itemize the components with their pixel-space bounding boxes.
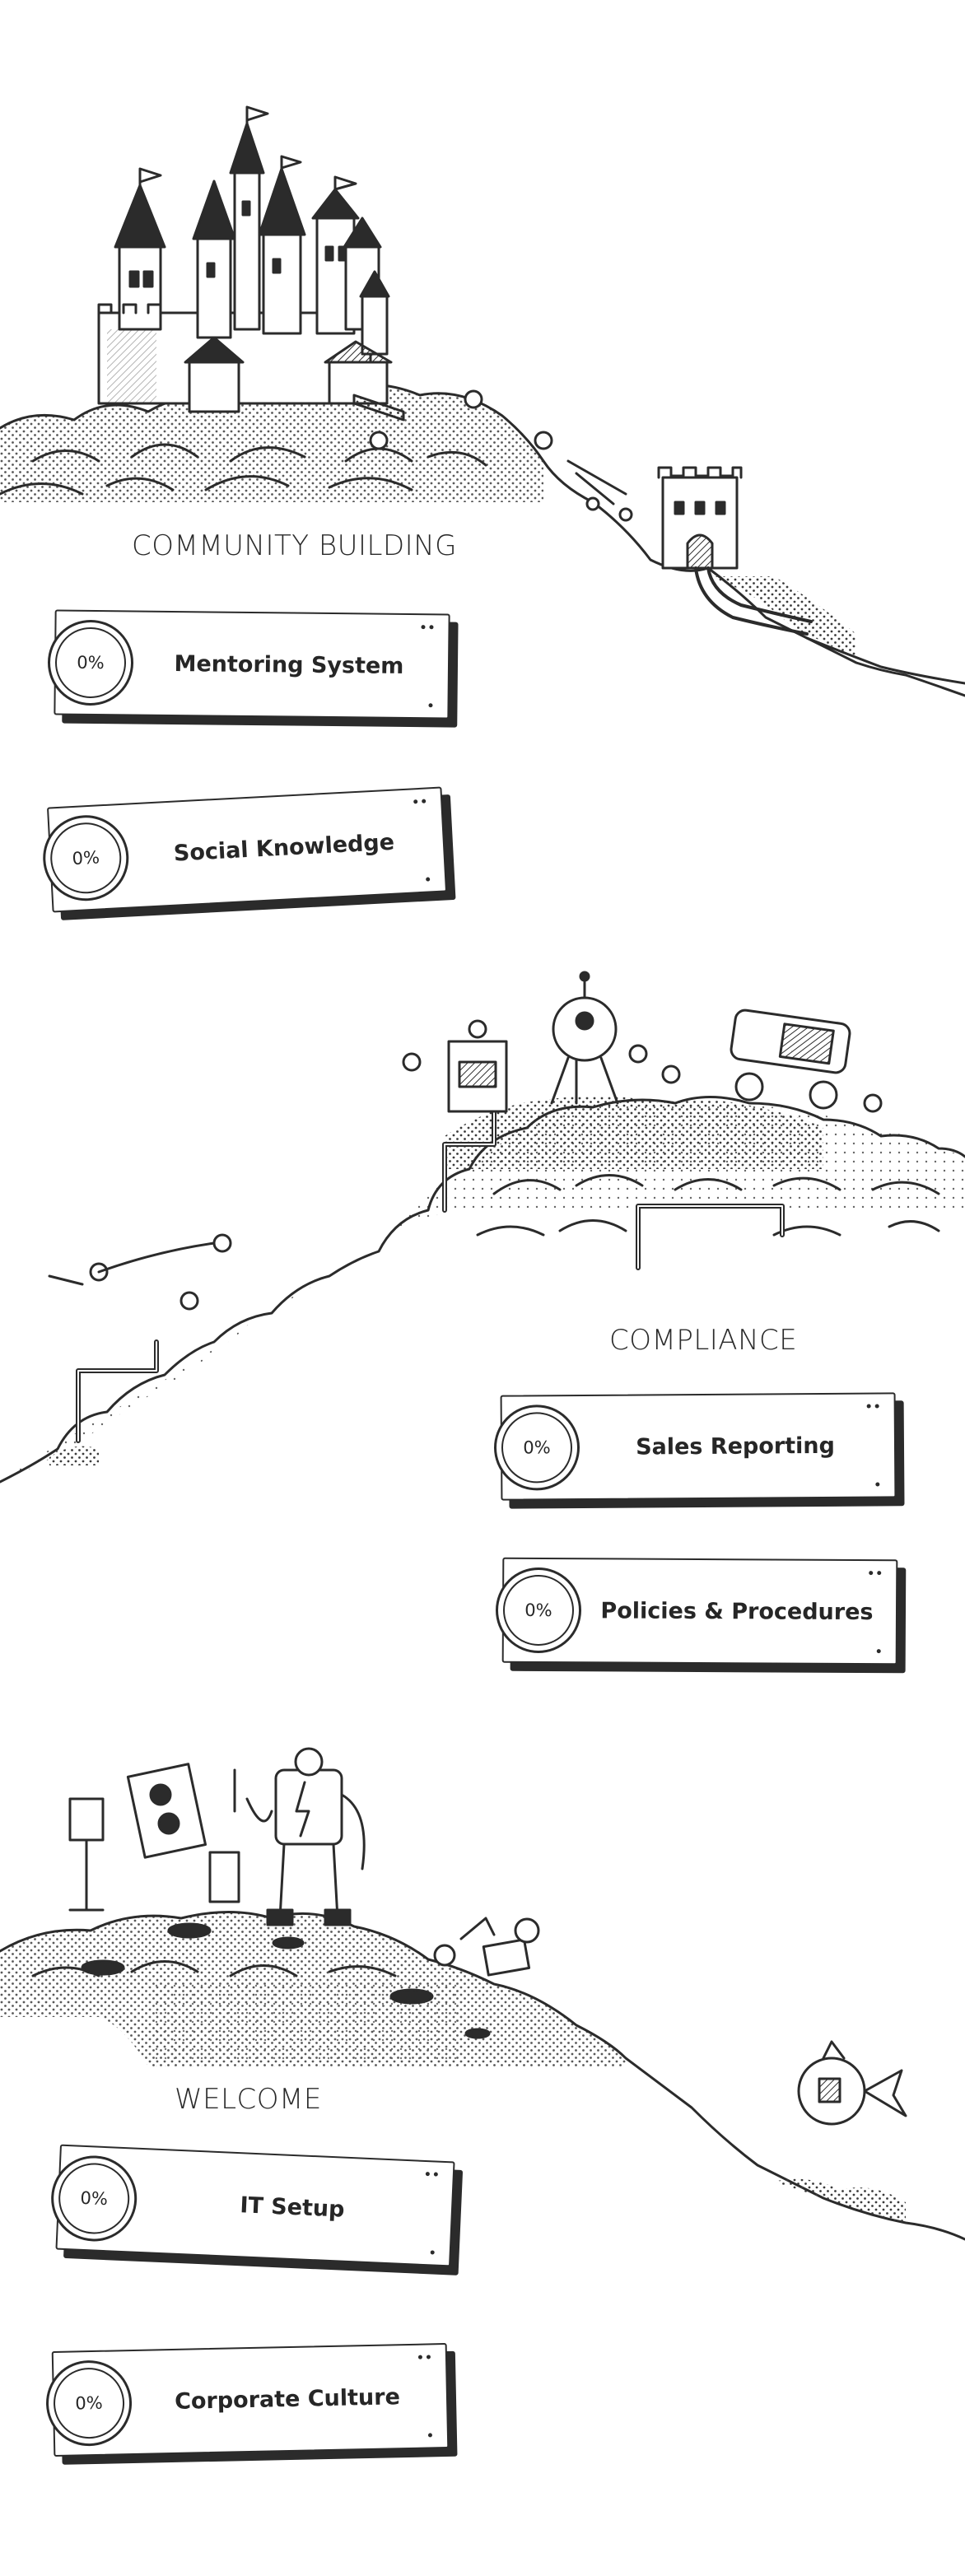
course-title: Sales Reporting (636, 1432, 835, 1460)
progress-ring: 0% (493, 1404, 580, 1491)
progress-percent: 0% (524, 1600, 552, 1621)
castle-scene (0, 105, 965, 697)
progress-percent: 0% (75, 2392, 103, 2414)
welcome-scene (0, 1747, 965, 2241)
course-title: Mentoring System (174, 650, 404, 679)
progress-percent: 0% (71, 847, 100, 869)
course-card-policies-procedures[interactable]: Policies & Procedures 0% (495, 1557, 907, 1674)
course-card-mentoring-system[interactable]: Mentoring System 0% (47, 609, 459, 728)
course-title: Corporate Culture (174, 2383, 401, 2415)
course-title: Social Knowledge (173, 829, 395, 867)
course-card-corporate-culture[interactable]: Corporate Culture 0% (44, 2342, 458, 2465)
course-title: IT Setup (239, 2192, 346, 2223)
course-title: Policies & Procedures (600, 1597, 874, 1625)
progress-ring: 0% (47, 619, 134, 706)
course-card-sales-reporting[interactable]: Sales Reporting 0% (493, 1392, 905, 1509)
progress-percent: 0% (77, 652, 105, 673)
progress-percent: 0% (80, 2187, 109, 2210)
progress-ring: 0% (495, 1567, 582, 1654)
section-title-welcome: WELCOME (175, 2083, 322, 2116)
section-title-compliance: COMPLIANCE (609, 1324, 798, 1357)
course-card-social-knowledge[interactable]: Social Knowledge 0% (40, 786, 456, 920)
compliance-scene (0, 971, 965, 1484)
course-card-it-setup[interactable]: IT Setup 0% (49, 2144, 464, 2276)
progress-percent: 0% (523, 1437, 551, 1458)
section-title-community-building: COMMUNITY BUILDING (132, 529, 457, 562)
